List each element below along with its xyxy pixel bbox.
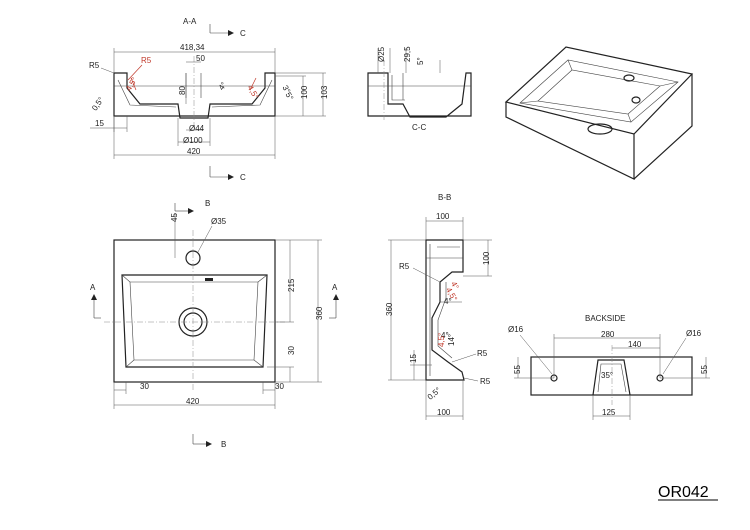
dim-30-right: 30 xyxy=(275,382,284,391)
cut-a-label-right: A xyxy=(332,283,338,292)
dim-55-right: 55 xyxy=(700,365,709,374)
dim-100-bb-v: 100 xyxy=(482,251,491,265)
dim-100-bb-top: 100 xyxy=(436,212,450,221)
angle-35: 35° xyxy=(601,371,613,380)
section-a-a: A-A C 418,34 50 R5 R5 80 4° 4,5° xyxy=(89,17,329,182)
cut-arrow-b-bottom xyxy=(206,441,212,447)
cut-arrow-a-left xyxy=(91,294,97,300)
overflow-slot xyxy=(205,278,213,281)
angle-4-a: 4° xyxy=(217,80,229,91)
model-code: OR042 xyxy=(658,484,709,501)
section-b-b-title: B-B xyxy=(438,193,451,202)
section-a-a-outline xyxy=(113,72,276,119)
dim-15-aa: 15 xyxy=(95,119,104,128)
dim-30-left: 30 xyxy=(140,382,149,391)
dim-103: 103 xyxy=(320,85,329,99)
dim-15-bb: 15 xyxy=(409,354,418,363)
top-view-outline xyxy=(113,239,276,383)
angle-5-a: 5° xyxy=(284,91,296,102)
cut-arrow-c-top xyxy=(228,30,234,36)
section-c-c: Ø25 29,5 5° C-C xyxy=(367,46,472,132)
angle-3-a: 3° xyxy=(281,84,293,95)
section-a-a-title: A-A xyxy=(183,17,197,26)
dim-100-bb-bottom: 100 xyxy=(437,408,451,417)
dim-d25: Ø25 xyxy=(377,46,386,62)
backside-title: BACKSIDE xyxy=(585,314,625,323)
dim-360-top: 360 xyxy=(315,306,324,320)
angle-5-cc: 5° xyxy=(416,57,425,65)
dim-420-aa: 420 xyxy=(187,147,201,156)
backside-outline xyxy=(530,356,693,396)
dim-d44: Ø44 xyxy=(189,124,205,133)
dim-80: 80 xyxy=(178,86,187,95)
iso-tap-hole xyxy=(623,74,635,82)
cut-arrow-a-right xyxy=(333,294,339,300)
dim-d100: Ø100 xyxy=(183,136,203,145)
dim-420-top: 420 xyxy=(186,397,200,406)
dim-360-bb: 360 xyxy=(385,302,394,316)
angle-05-left: 0,5° xyxy=(90,95,106,112)
cut-c-label-bottom: C xyxy=(240,173,246,182)
angle-05-bb: 0,5° xyxy=(426,386,443,402)
dim-r5-bb-low: R5 xyxy=(480,377,491,386)
dim-r5-bb-top: R5 xyxy=(399,262,410,271)
section-b-b-outline xyxy=(425,239,465,381)
isometric-view xyxy=(504,46,694,180)
dim-r5-bb-mid: R5 xyxy=(477,349,488,358)
iso-drain xyxy=(587,123,613,135)
dim-45: 45 xyxy=(170,213,179,222)
cut-b-label-top: B xyxy=(205,199,210,208)
iso-overflow xyxy=(631,96,641,104)
dim-215: 215 xyxy=(287,278,296,292)
angle-14: 14° xyxy=(447,334,456,346)
dim-30-v: 30 xyxy=(287,346,296,355)
dim-d16-right: Ø16 xyxy=(686,329,702,338)
angle-4-bb-lower: 4° xyxy=(441,331,449,340)
cut-arrow-b-top xyxy=(188,208,194,214)
dim-100-aa: 100 xyxy=(300,85,309,99)
dim-418-34: 418,34 xyxy=(180,43,205,52)
section-c-c-title: C-C xyxy=(412,123,426,132)
dim-50: 50 xyxy=(196,54,205,63)
angle-4-bb: 4° xyxy=(444,297,452,306)
cut-b-label-bottom: B xyxy=(221,440,226,449)
dim-29-5: 29,5 xyxy=(403,46,412,62)
angle-45-bb-lower: 4,5° xyxy=(437,333,446,347)
dim-280: 280 xyxy=(601,330,615,339)
dim-125: 125 xyxy=(602,408,616,417)
backside-view: BACKSIDE 35° Ø16 Ø16 280 140 55 55 xyxy=(508,314,710,420)
cut-arrow-c-bottom xyxy=(228,174,234,180)
cut-c-label-top: C xyxy=(240,29,246,38)
angle-4-bb-red: 4° xyxy=(449,280,461,291)
dim-d35: Ø35 xyxy=(211,217,227,226)
top-view: B 45 Ø35 215 360 30 30 30 420 xyxy=(90,199,339,449)
angle-45-right: 4,5° xyxy=(246,84,261,101)
dim-55-left: 55 xyxy=(513,365,522,374)
dim-r5-left: R5 xyxy=(89,61,100,70)
section-b-b: B-B 100 100 R5 4,5° 4° 4° 360 4° 14° 4,5… xyxy=(385,193,492,420)
dim-140: 140 xyxy=(628,340,642,349)
dim-r5-red: R5 xyxy=(141,56,152,65)
dim-d16-left: Ø16 xyxy=(508,325,524,334)
section-c-c-outline xyxy=(367,72,472,118)
cut-a-label-left: A xyxy=(90,283,96,292)
